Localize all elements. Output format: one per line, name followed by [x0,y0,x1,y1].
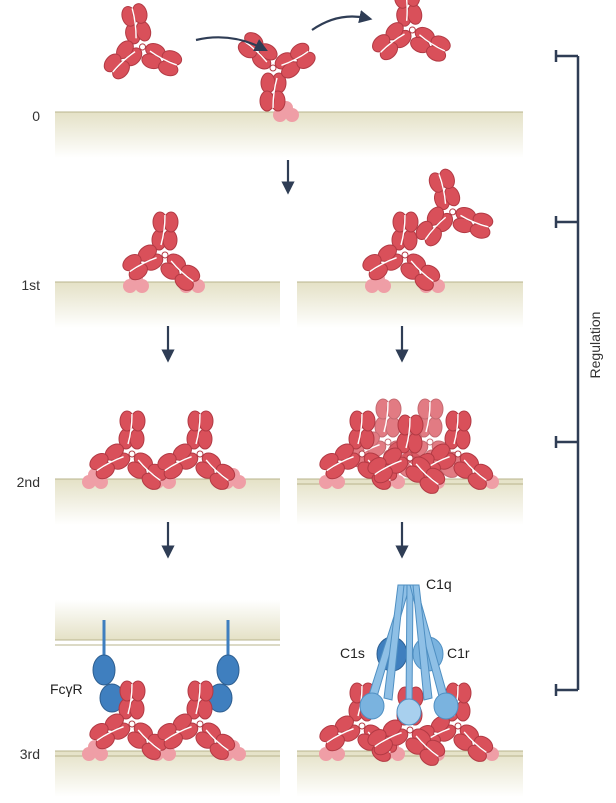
step-1-panel [55,158,523,328]
c1q-head [396,698,422,726]
c1r-label: C1r [447,645,470,661]
membrane-step-1-left [55,282,280,328]
step-label-1: 1st [21,277,40,293]
fcgr-label: FcγR [50,681,83,697]
step-label-3: 3rd [20,746,40,762]
arrow-release [311,10,373,31]
free-antibody-2 [360,0,456,76]
step-2-panel [55,399,523,525]
c1q-head [359,692,385,720]
regulation-bracket [554,50,580,696]
step-3-panel [55,584,523,797]
c1s-label: C1s [340,645,365,661]
effector-cell-membrane [55,600,280,640]
step-0-panel [55,0,523,158]
c1q-head [433,692,459,720]
free-antibody-1 [88,0,190,96]
c1q-label: C1q [426,576,452,592]
step-label-0: 0 [32,108,40,124]
arrow-approach [195,36,268,51]
regulation-label: Regulation [587,312,603,379]
step-label-2: 2nd [17,474,40,490]
c1-complex [359,584,459,726]
c1q-stalks [367,584,449,706]
membrane-step-1-right [297,282,523,328]
